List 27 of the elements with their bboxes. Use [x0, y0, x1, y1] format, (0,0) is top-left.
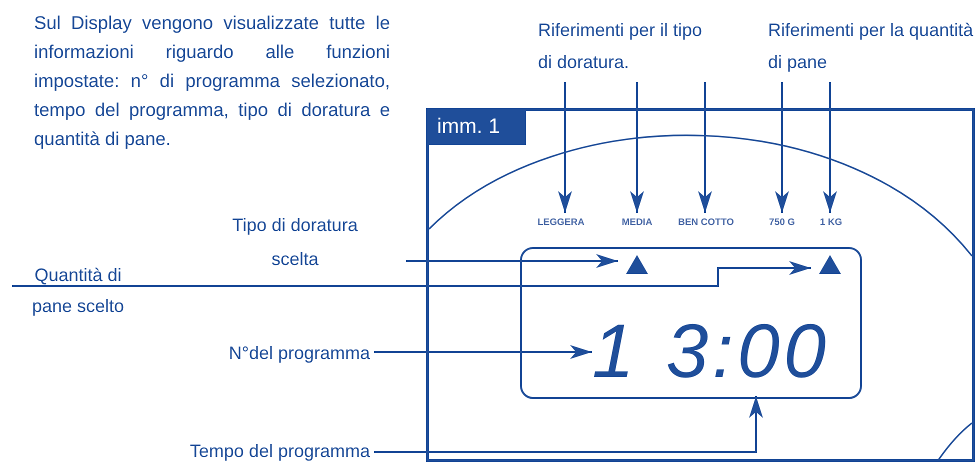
arrow: [698, 82, 712, 213]
indicator-triangle: [819, 255, 841, 274]
callout-text: Quantità di pane scelto: [8, 260, 148, 318]
callout-text: Riferimenti per la quantità di pane: [768, 14, 975, 78]
description-paragraph: Sul Display vengono visualizzate tutte le informazioni riguardo alle funzioni impostate: n° di programma selezionato, tempo del programma, tipo di doratura e quantità di pane.: [34, 11, 390, 151]
indicator-label: 1 KG: [809, 215, 853, 231]
indicator-label: MEDIA: [610, 215, 664, 231]
callout-text: N°del programma: [158, 340, 370, 366]
arrow: [630, 82, 644, 213]
arrow: [558, 82, 572, 213]
time-digits: 3:00: [648, 312, 848, 392]
arrow: [374, 396, 763, 453]
figure-tag: imm. 1: [429, 111, 526, 145]
arrow: [374, 345, 592, 359]
indicator-label: LEGGERA: [522, 215, 600, 231]
arrow: [775, 82, 789, 213]
indicator-triangle: [626, 255, 648, 274]
program-digit: 1: [592, 312, 628, 392]
callout-text: Riferimenti per il tipo di doratura.: [538, 14, 712, 78]
arrow: [823, 82, 837, 213]
arrow: [12, 261, 811, 287]
callout-text: Tipo di doratura scelta: [190, 208, 400, 274]
callout-text: Tempo del programma: [110, 438, 370, 464]
arrow: [406, 254, 618, 268]
indicator-label: BEN COTTO: [662, 215, 750, 231]
lcd-display: [520, 247, 862, 399]
indicator-label: 750 G: [761, 215, 803, 231]
